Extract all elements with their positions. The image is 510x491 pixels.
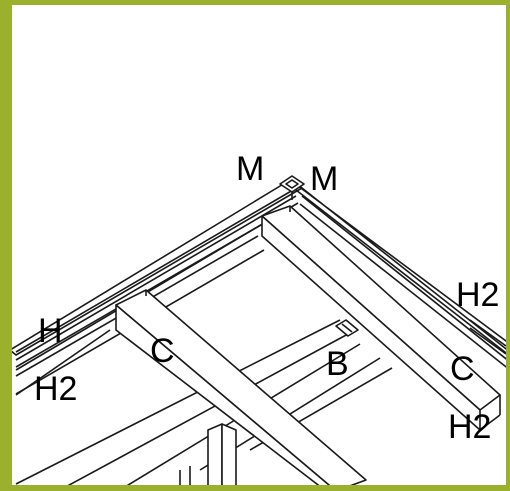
frame-right-edge	[469, 319, 506, 355]
vertical-posts	[179, 423, 237, 485]
label-h2-left: H2	[34, 370, 77, 408]
label-h2-bottom-right: H2	[448, 408, 491, 446]
label-m-left: M	[236, 150, 264, 188]
label-b-center: B	[326, 345, 349, 383]
beam-c-left	[115, 289, 367, 485]
label-c-right: C	[450, 350, 475, 388]
frame-rail-left	[12, 179, 303, 371]
corner-bracket	[279, 175, 305, 200]
label-m-right: M	[310, 160, 338, 198]
beam-c-right	[261, 205, 501, 431]
label-h2-top-right: H2	[456, 276, 499, 314]
bracket-b	[335, 319, 359, 337]
label-h-left: H	[38, 312, 63, 350]
label-c-left: C	[150, 332, 175, 370]
